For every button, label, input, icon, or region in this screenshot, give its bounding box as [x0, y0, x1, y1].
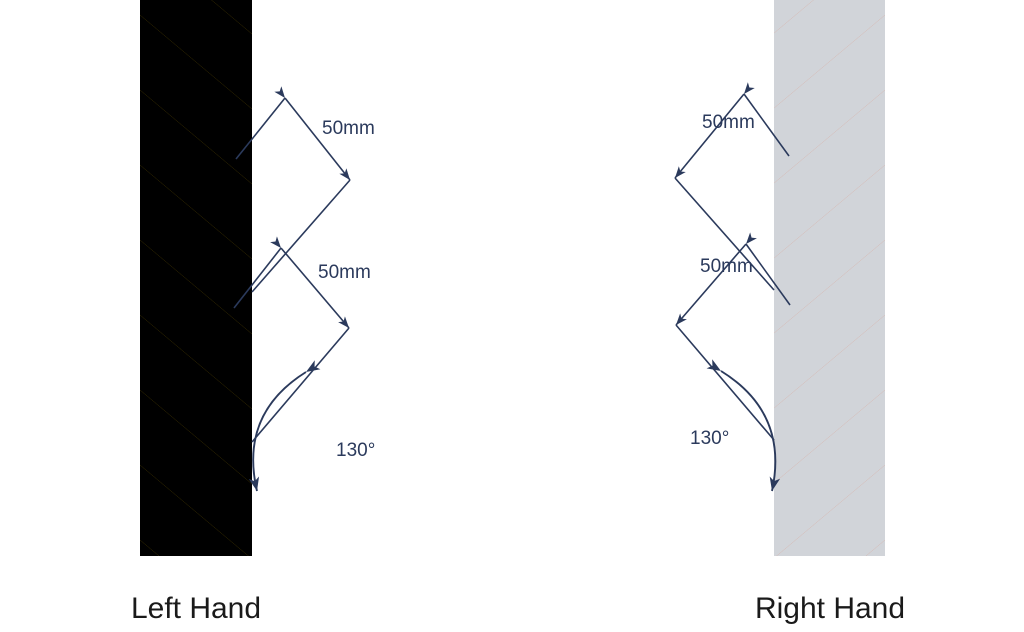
stripe-band	[774, 240, 885, 409]
dimension-line	[675, 232, 757, 326]
angle-label: 130°	[336, 440, 375, 461]
stripe-band	[774, 0, 814, 34]
stripe-band	[776, 465, 885, 556]
dimension-label: 50mm	[702, 112, 755, 133]
stripe-group-right	[774, 0, 885, 556]
angle-annotation-right-hand: 130°	[690, 359, 781, 492]
stripe-band	[140, 240, 252, 409]
caption-right-hand: Right Hand	[755, 592, 905, 625]
stripe-band	[140, 540, 160, 556]
stripe-band	[140, 165, 252, 334]
caption-left-hand: Left Hand	[131, 592, 261, 625]
stripe-band	[774, 315, 885, 484]
stripe-band	[774, 15, 885, 184]
angle-arc	[706, 359, 781, 492]
angle-arc	[248, 360, 321, 492]
angle-label: 130°	[690, 428, 729, 449]
post-left-hand	[140, 0, 252, 556]
dimension-label: 50mm	[318, 262, 371, 283]
dimension-right-hand-1: 50mm	[674, 82, 790, 291]
stripe-band	[140, 0, 252, 109]
annotation-layer: 50mm 50mm 130° 50mm 50mm 130°	[233, 82, 791, 492]
dimension-line	[274, 86, 351, 181]
angle-annotation-left-hand: 130°	[248, 360, 375, 492]
stripe-band	[140, 315, 252, 484]
extension-line-lower	[251, 179, 351, 293]
dimension-label: 50mm	[700, 256, 753, 277]
stripe-band	[865, 540, 885, 556]
stripe-band	[774, 0, 885, 109]
stripe-band	[140, 15, 252, 184]
dimension-line	[674, 82, 755, 179]
dimension-label: 50mm	[322, 118, 375, 139]
stripe-band	[774, 390, 885, 556]
stripe-band	[774, 90, 885, 259]
stripe-band	[140, 390, 252, 556]
post-right-hand	[774, 0, 885, 556]
stripe-band	[140, 90, 252, 259]
stripe-band	[774, 165, 885, 334]
dimension-left-hand-1: 50mm	[235, 86, 375, 293]
stripe-group-left	[140, 0, 252, 556]
stripe-band	[140, 465, 249, 556]
dimension-line	[270, 236, 350, 329]
